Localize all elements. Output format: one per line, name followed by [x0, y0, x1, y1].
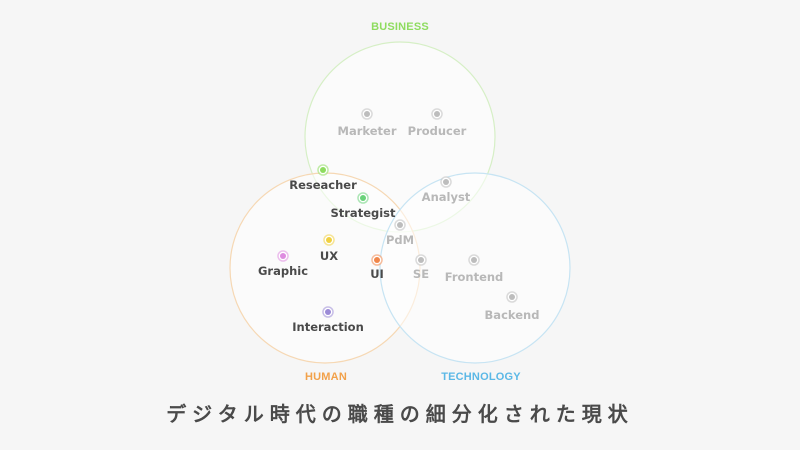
- analyst-dot: [440, 176, 452, 188]
- business-label: BUSINESS: [371, 21, 429, 33]
- dot-core: [360, 195, 366, 201]
- analyst-label: Analyst: [421, 190, 471, 204]
- reseacher-dot: [317, 164, 329, 176]
- dot-core: [326, 237, 332, 243]
- interaction-dot: [322, 306, 334, 318]
- strategist-label: Strategist: [330, 206, 396, 220]
- dot-core: [320, 167, 326, 173]
- frontend-label: Frontend: [444, 270, 504, 284]
- pdm-dot: [394, 219, 406, 231]
- dot-core: [325, 309, 331, 315]
- dot-core: [434, 111, 440, 117]
- strategist-dot: [357, 192, 369, 204]
- ux-label: UX: [319, 249, 339, 263]
- dot-core: [397, 222, 403, 228]
- marketer-label: Marketer: [337, 124, 397, 138]
- producer-dot: [431, 108, 443, 120]
- graphic-label: Graphic: [257, 264, 309, 278]
- dot-core: [443, 179, 449, 185]
- se-label: SE: [412, 267, 430, 281]
- human-label: HUMAN: [305, 371, 347, 383]
- dot-core: [374, 257, 380, 263]
- producer-label: Producer: [407, 124, 467, 138]
- ux-dot: [323, 234, 335, 246]
- se-dot: [415, 254, 427, 266]
- backend-dot: [506, 291, 518, 303]
- dot-core: [418, 257, 424, 263]
- technology-circle: [379, 172, 571, 364]
- dot-core: [471, 257, 477, 263]
- ui-dot: [371, 254, 383, 266]
- dot-core: [509, 294, 515, 300]
- marketer-dot: [361, 108, 373, 120]
- diagram-caption: デジタル時代の職種の細分化された現状: [166, 402, 634, 426]
- technology-label: TECHNOLOGY: [441, 371, 521, 383]
- interaction-label: Interaction: [292, 320, 364, 334]
- dot-core: [280, 253, 286, 259]
- frontend-dot: [468, 254, 480, 266]
- dot-core: [364, 111, 370, 117]
- graphic-dot: [277, 250, 289, 262]
- backend-label: Backend: [484, 308, 540, 322]
- reseacher-label: Reseacher: [289, 178, 357, 192]
- ui-label: UI: [370, 267, 384, 281]
- pdm-label: PdM: [385, 233, 415, 247]
